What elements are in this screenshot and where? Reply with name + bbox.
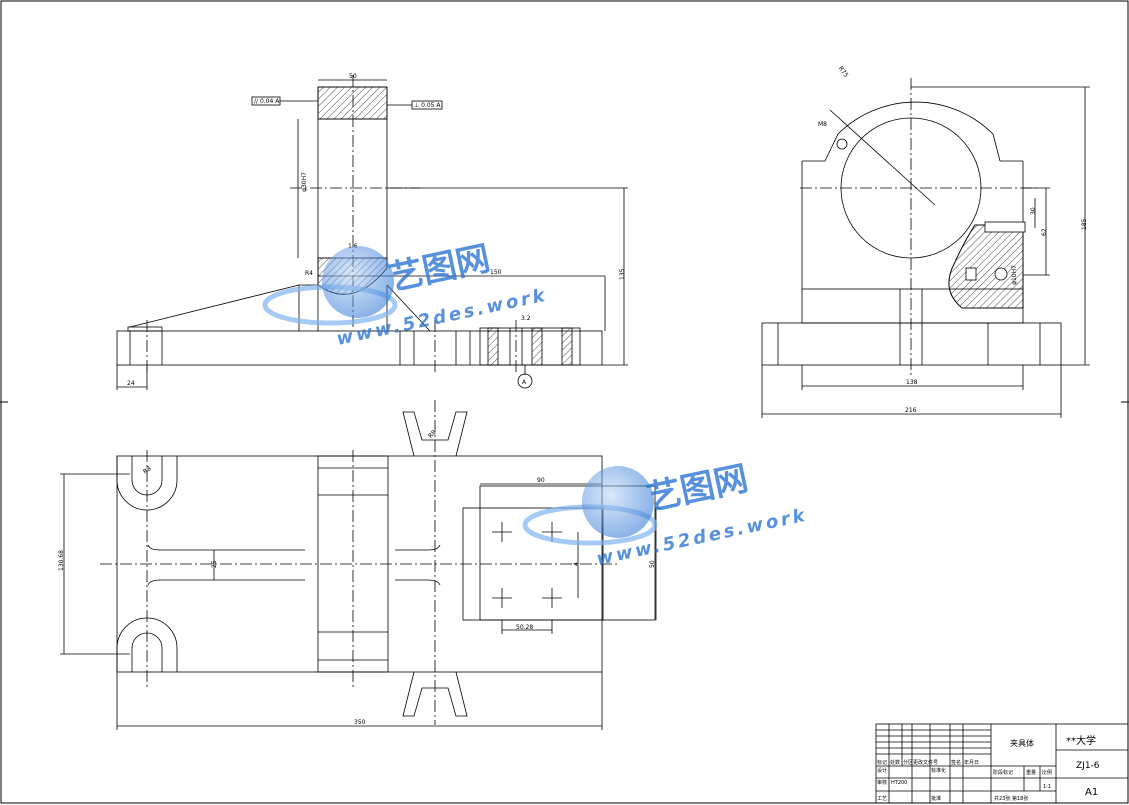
watermark-brand-2: 艺图网 [644,458,752,518]
watermark-1: 艺图网 www.52des.work [262,238,549,350]
dim-side-216: 216 [905,407,917,414]
sheet-size: A1 [1085,787,1098,798]
dim-top-lug-r: R8 [427,429,438,440]
dim-top-slot-r: R8 [142,465,153,475]
dim-side-62: 62 [1041,228,1048,236]
row-review: 审核 [877,779,887,786]
dim-top-5028: 50.28 [516,624,533,631]
dim-side-radius: R75 [837,65,850,79]
dim-top-90: 90 [537,477,545,484]
dim-front-r: R4 [305,270,313,277]
scale-label: 比例 [1042,769,1052,776]
dim-front-bore: φ30H7 [301,172,308,192]
drawing-number: ZJ1-6 [1076,761,1100,771]
dim-front-135: 135 [619,268,626,280]
part-name: 夹具体 [1010,738,1034,748]
stage-label: 阶段标记 [993,769,1013,776]
dim-top-small: 4 [573,562,580,566]
material-value: HT200 [891,780,907,786]
scale-value: 1:1 [1043,784,1051,790]
row-design: 设计 [877,767,887,774]
header-date: 年月日 [964,759,979,766]
dim-side-thread: M8 [818,121,827,128]
dim-side-hole: φ10H7 [1011,265,1018,285]
approve-label: 批准 [931,795,941,802]
watermark-brand-1: 艺图网 [386,238,494,298]
watermark-2: 艺图网 www.52des.work [522,458,809,570]
tolerance-parallel: // 0.04 A [254,98,280,105]
dim-front-width: 50 [349,73,357,80]
header-count: 处数 [890,759,900,766]
side-view [761,78,1090,418]
roughness-right: 3.2 [521,315,531,322]
dim-top-width: 130.68 [58,550,65,571]
header-change-doc: 更改文件号 [913,759,938,766]
sheet-count: 共23张 第18张 [994,795,1028,802]
title-block [875,723,1129,804]
school-name: **大学 [1066,734,1096,747]
standardization-label: 标准化 [931,767,946,774]
dim-side-height: 185 [1081,218,1088,230]
row-process: 工艺 [877,796,887,802]
dim-top-length: 350 [354,719,366,726]
header-zone: 分区 [903,759,913,766]
tolerance-perpendicular: ⊥ 0.05 A [414,102,441,109]
header-mark: 标记 [877,759,887,766]
weight-label: 重量 [1026,769,1036,776]
dim-top-25: 25 [211,560,218,568]
dim-side-30: 30 [1030,207,1037,215]
dim-front-150: 150 [490,269,502,276]
dim-top-50: 50 [649,560,656,568]
dim-front-24: 24 [127,380,135,387]
datum-label: A [522,379,527,386]
top-view [60,400,660,730]
dim-side-138: 138 [906,379,918,386]
header-signature: 签名 [951,759,961,766]
